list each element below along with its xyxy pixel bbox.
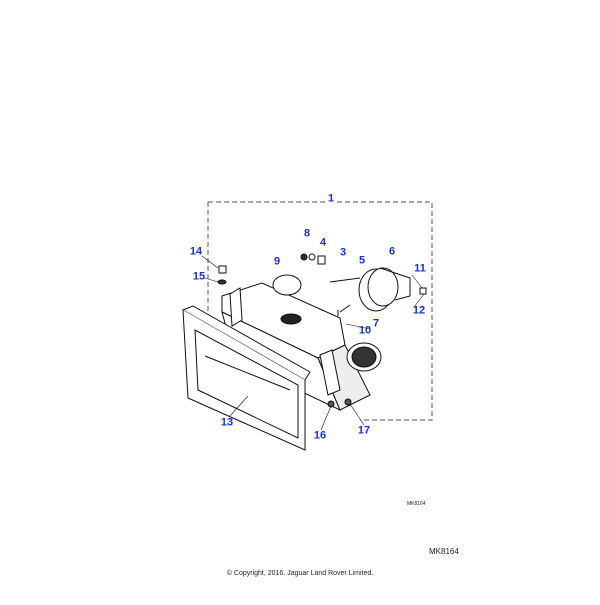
callout-15: 15: [192, 270, 206, 283]
reference-code-small: MK8164: [407, 501, 426, 507]
callout-9: 9: [273, 255, 281, 268]
callout-14: 14: [189, 245, 203, 258]
copyright-notice: © Copyright, 2016. Jaguar Land Rover Lim…: [226, 570, 374, 577]
callout-3: 3: [339, 246, 347, 259]
callout-7: 7: [372, 317, 380, 330]
callout-16: 16: [313, 429, 327, 442]
callout-11: 11: [414, 262, 426, 275]
callout-6: 6: [388, 245, 396, 258]
reference-code-large: MK8164: [429, 547, 459, 556]
callout-5: 5: [358, 254, 366, 267]
callout-10: 10: [358, 324, 372, 337]
callout-1: 1: [327, 192, 335, 205]
callout-12: 12: [412, 304, 426, 317]
callout-4: 4: [319, 236, 327, 249]
callout-8: 8: [303, 227, 311, 240]
callout-17: 17: [357, 424, 371, 437]
callout-13: 13: [220, 416, 234, 429]
